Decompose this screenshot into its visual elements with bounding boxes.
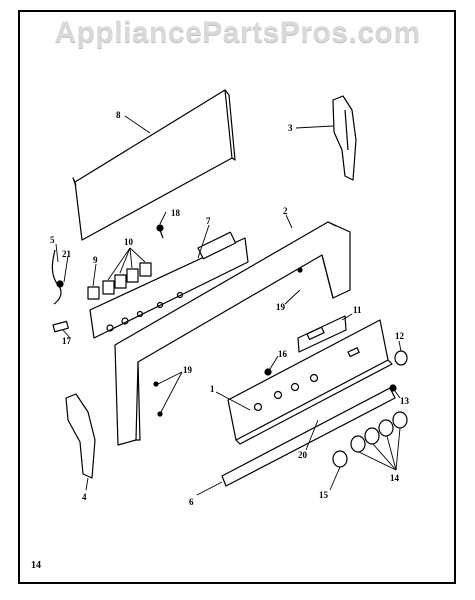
part-12-knob [394, 350, 408, 366]
callout-6: 6 [189, 497, 194, 507]
part-7-control-board [89, 231, 249, 339]
callout-14: 14 [390, 473, 400, 483]
callout-7: 7 [206, 216, 211, 226]
callout-21: 21 [62, 249, 72, 259]
callout-8: 8 [116, 110, 121, 120]
part-18-screw [156, 224, 164, 239]
part-5-wire [51, 249, 64, 305]
part-8-rear-panel [72, 89, 236, 241]
part-20-trim-strip [221, 387, 396, 487]
part-13-cap [389, 384, 397, 392]
callout-9: 9 [93, 255, 98, 265]
site-watermark: AppliancePartsPros.com [54, 16, 421, 49]
callout-20: 20 [298, 450, 308, 460]
callout-19b: 19 [183, 365, 193, 375]
callout-19: 19 [276, 302, 286, 312]
part-15-knob [332, 450, 348, 468]
callout-4: 4 [82, 492, 87, 502]
callout-11: 11 [353, 305, 362, 315]
callout-18: 18 [171, 208, 181, 218]
part-10-switches [87, 262, 152, 300]
part-16-screw [264, 368, 272, 376]
callout-17: 17 [62, 336, 72, 346]
part-3-side-bracket [332, 95, 357, 181]
callout-10: 10 [124, 237, 134, 247]
callout-5: 5 [50, 235, 55, 245]
callout-13: 13 [400, 396, 410, 406]
part-1-control-panel [227, 319, 393, 445]
leader-lines [55, 115, 402, 496]
callout-12: 12 [395, 331, 405, 341]
callout-1: 1 [210, 384, 215, 394]
part-14-knobs [350, 411, 408, 453]
part-2-backguard [114, 221, 351, 446]
part-19-screws [153, 267, 303, 417]
part-17-terminal [52, 320, 69, 333]
callout-16: 16 [278, 349, 288, 359]
part-4-side-bracket [65, 393, 96, 479]
callout-15: 15 [319, 490, 329, 500]
callout-2: 2 [283, 206, 288, 216]
page-number: 14 [31, 560, 41, 571]
part-11-display [297, 315, 347, 353]
callout-3: 3 [288, 123, 293, 133]
